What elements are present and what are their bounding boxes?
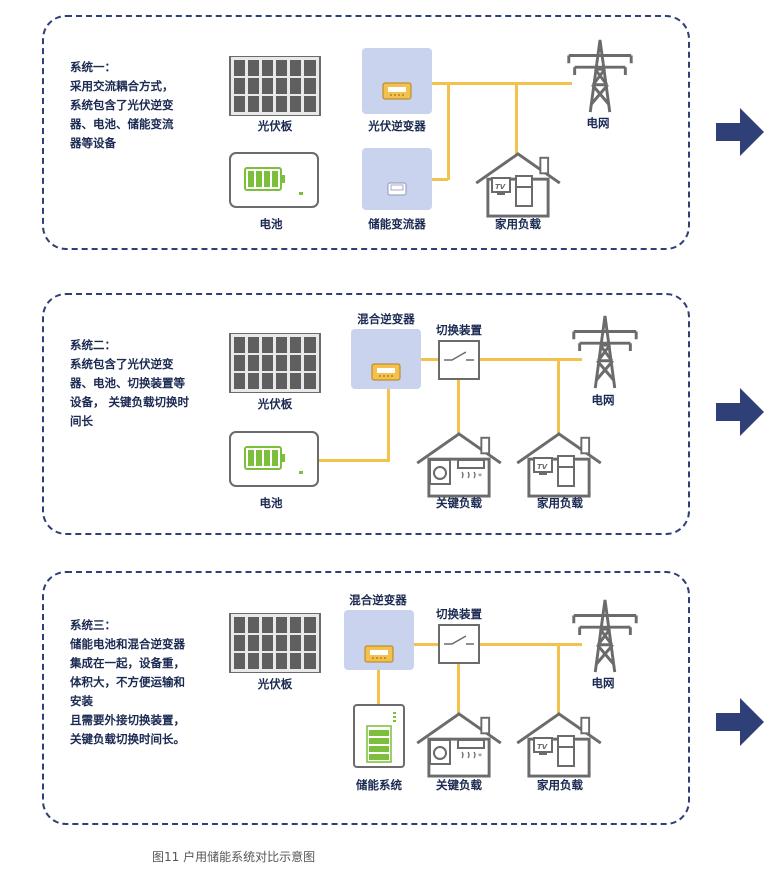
system3-description: 系统三： 储能电池和混合逆变器 集成在一起，设备重， 体积大，不方便运输和 安装…: [70, 618, 185, 746]
wire: [457, 380, 460, 434]
inverter-icon: [371, 363, 401, 381]
home-load-label: 家用负载: [537, 496, 583, 510]
system3-panel: [42, 571, 690, 825]
wire: [447, 82, 450, 180]
storage-cabinet-icon: [353, 704, 405, 768]
switch-icon: [438, 624, 480, 664]
storage-system-label: 储能系统: [356, 778, 402, 792]
power-tower-icon: [565, 596, 645, 674]
solar-panel-icon: [229, 613, 321, 673]
solar-panel-icon: [229, 56, 321, 116]
svg-text:*: *: [478, 752, 482, 761]
svg-text:TV: TV: [495, 183, 506, 191]
inverter-icon: [387, 182, 407, 196]
wire: [557, 643, 560, 714]
tv-fridge-icon: TV: [533, 735, 575, 767]
pv-label: 光伏板: [257, 677, 293, 691]
grid-label: 电网: [591, 676, 615, 690]
wire: [414, 643, 582, 646]
critical-load-label: 关键负载: [436, 778, 482, 792]
inverter-icon: [364, 645, 394, 663]
power-tower-icon: [565, 312, 645, 390]
wire: [432, 82, 572, 85]
tv-fridge-icon: TV: [491, 175, 533, 207]
wire: [318, 459, 390, 462]
system2-panel: [42, 293, 690, 535]
wire: [515, 82, 518, 154]
svg-text:TV: TV: [537, 743, 548, 751]
system2-description: 系统二： 系统包含了光伏逆变 器、电池、切换装置等 设备， 关键负载切换时 间长: [70, 338, 190, 428]
wire: [387, 389, 390, 462]
battery-icon: [229, 431, 319, 487]
power-tower-icon: [560, 36, 640, 114]
grid-label: 电网: [586, 116, 610, 130]
pv-inverter: [362, 48, 432, 114]
figure-caption: 图11 户用储能系统对比示意图: [152, 850, 316, 864]
system1-panel: [42, 15, 690, 250]
pv-label: 光伏板: [257, 119, 293, 133]
wire: [432, 178, 448, 181]
washer-ac-icon: *: [429, 739, 485, 765]
svg-text:*: *: [478, 472, 482, 481]
battery-label: 电池: [259, 496, 283, 510]
hybrid-inverter-label: 混合逆变器: [349, 593, 407, 607]
wire: [457, 662, 460, 714]
hybrid-inverter-label: 混合逆变器: [357, 312, 415, 326]
svg-text:TV: TV: [537, 463, 548, 471]
washer-ac-icon: *: [429, 459, 485, 485]
storage-converter-label: 储能变流器: [368, 217, 426, 231]
wire: [377, 670, 380, 704]
home-load-label: 家用负载: [537, 778, 583, 792]
home-load-label: 家用负载: [495, 217, 541, 231]
battery-icon: [229, 152, 319, 208]
arrow-right-icon: [716, 698, 764, 746]
pv-inverter-label: 光伏逆变器: [368, 119, 426, 133]
switch-label: 切换装置: [436, 607, 482, 621]
critical-load-label: 关键负载: [436, 496, 482, 510]
tv-fridge-icon: TV: [533, 455, 575, 487]
battery-label: 电池: [259, 217, 283, 231]
wire: [557, 358, 560, 434]
switch-label: 切换装置: [436, 323, 482, 337]
arrow-right-icon: [716, 388, 764, 436]
grid-label: 电网: [591, 393, 615, 407]
inverter-icon: [382, 82, 412, 100]
system1-description: 系统一： 采用交流耦合方式， 系统包含了光伏逆变 器、电池、储能变流 器等设备: [70, 60, 174, 150]
switch-icon: [438, 340, 480, 380]
wire: [420, 358, 582, 361]
pv-label: 光伏板: [257, 397, 293, 411]
storage-converter: [362, 148, 432, 210]
arrow-right-icon: [716, 108, 764, 156]
solar-panel-icon: [229, 333, 321, 393]
